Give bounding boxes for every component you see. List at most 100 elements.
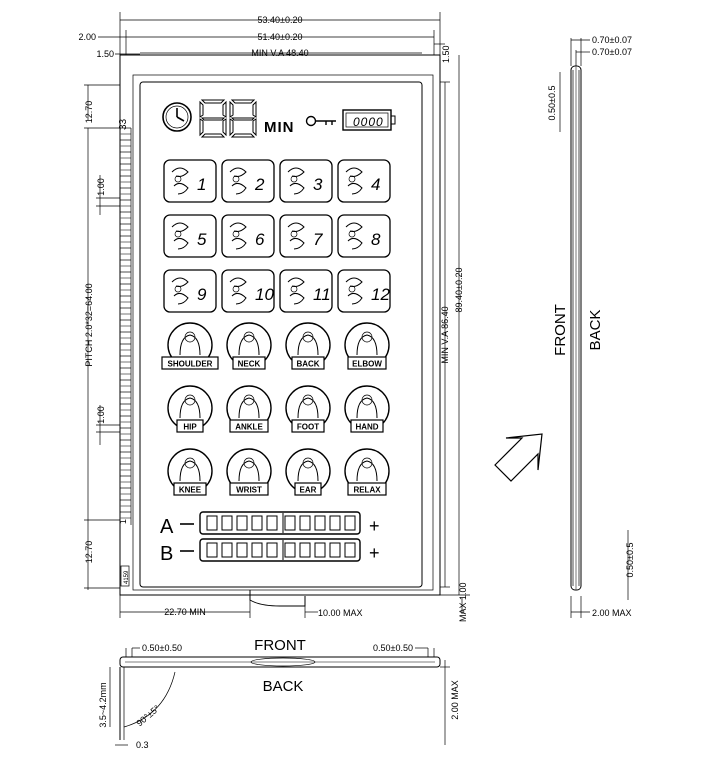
dim-bottom-pin-length: 3.5~4.2mm	[98, 682, 108, 727]
body-part-label: FOOT	[297, 423, 319, 432]
side-back-label: BACK	[587, 310, 604, 351]
dim-left-offset-outer: 2.00	[78, 32, 96, 42]
bar-segment	[284, 542, 296, 558]
pin-count-label: 33	[118, 118, 129, 130]
body-part-label: EAR	[300, 486, 317, 495]
dim-overall-width: 53.40±0.20	[258, 15, 303, 25]
battery-digits: 0000	[353, 115, 384, 129]
body-part-shoulder: SHOULDER	[161, 322, 219, 370]
mode-number: 2	[254, 175, 265, 194]
dim-pin-pitch-bottom: 1.00	[96, 406, 106, 424]
battery-icon	[342, 109, 396, 131]
dim-side-top-outer: 0.70±0.07	[592, 35, 632, 45]
mode-number: 10	[255, 285, 274, 304]
body-part-ear: EAR	[285, 448, 331, 496]
mode-number: 7	[313, 230, 323, 249]
mode-cell-2: 2	[221, 159, 275, 203]
viewing-area	[139, 81, 423, 588]
channel-b-plus: +	[369, 543, 380, 563]
bar-segment	[266, 542, 278, 558]
bar-segment	[299, 515, 311, 531]
body-part-foot: FOOT	[285, 385, 331, 433]
bar-segment	[344, 515, 356, 531]
fpc-tail	[249, 590, 306, 607]
mode-number: 5	[197, 230, 207, 249]
bar-segment	[299, 542, 311, 558]
bar-segment	[221, 542, 233, 558]
mode-cell-10: 10	[221, 269, 275, 313]
dim-side-thickness: 2.00 MAX	[592, 608, 632, 618]
dim-bottom-left-offset: 0.50±0.50	[142, 643, 182, 653]
body-part-elbow: ELBOW	[344, 322, 390, 370]
dim-bottom-right-offset: 0.50±0.50	[373, 643, 413, 653]
mode-number: 6	[255, 230, 265, 249]
mode-cell-6: 6	[221, 214, 275, 258]
body-part-knee: KNEE	[167, 448, 213, 496]
bar-segment	[206, 515, 218, 531]
body-part-label: ANKLE	[235, 423, 263, 432]
bar-segment	[344, 542, 356, 558]
bar-segment	[284, 515, 296, 531]
mode-cell-8: 8	[337, 214, 391, 258]
mode-number: 11	[313, 285, 331, 304]
dim-tail-max: 10.00 MAX	[318, 608, 363, 618]
bar-segment	[251, 542, 263, 558]
dim-right-offset: 1.50	[441, 45, 451, 63]
channel-b-label: B	[160, 543, 173, 565]
body-part-label: ELBOW	[352, 360, 382, 369]
seven-segment-digits	[199, 99, 257, 138]
body-part-label: HAND	[355, 423, 378, 432]
clock-icon	[162, 102, 192, 132]
bar-segment	[314, 515, 326, 531]
body-part-hand: HAND	[344, 385, 390, 433]
bar-segment	[314, 542, 326, 558]
dim-va-height: MIN V.A 86.40	[440, 306, 450, 363]
mode-cell-4: 4	[337, 159, 391, 203]
front-label: FRONT	[254, 637, 306, 654]
mode-cell-7: 7	[279, 214, 333, 258]
dim-va-width: MIN V.A 48.40	[251, 48, 308, 58]
part-code: 4159	[124, 570, 130, 584]
body-part-label: BACK	[296, 360, 319, 369]
mode-number: 12	[371, 285, 390, 304]
min-label: MIN	[264, 119, 295, 136]
channel-a-plus: +	[369, 516, 380, 536]
side-front-label: FRONT	[552, 304, 569, 356]
mode-number: 3	[313, 175, 323, 194]
dim-pitch-total: PITCH 2.0*32=64.00	[84, 283, 94, 366]
channel-a-label: A	[160, 516, 174, 538]
mode-number: 8	[371, 230, 381, 249]
bar-segment	[329, 542, 341, 558]
glass-outline	[119, 54, 441, 596]
pin-one-label: 1	[118, 519, 128, 524]
dim-side-bottom-vert: 0.50±0.5	[625, 543, 635, 578]
bar-segment	[236, 542, 248, 558]
channel-b-row: B +	[160, 538, 380, 565]
dim-top-margin: 12.70	[84, 101, 94, 124]
dim-side-top-vert: 0.50±0.5	[547, 86, 557, 121]
body-part-ankle: ANKLE	[226, 385, 272, 433]
dim-overall-height: 89.40±0.20	[454, 268, 464, 313]
bar-segment	[266, 515, 278, 531]
mode-number: 1	[197, 175, 206, 194]
body-part-label: SHOULDER	[168, 360, 213, 369]
body-part-label: WRIST	[236, 486, 262, 495]
body-part-label: KNEE	[179, 486, 202, 495]
body-part-label: NECK	[238, 360, 261, 369]
mode-cell-3: 3	[279, 159, 333, 203]
body-part-grid: SHOULDER NECK BACK ELBOW HIP ANKLE FOOT HAND KNE…	[161, 322, 390, 496]
mode-cell-12: 12	[337, 269, 391, 313]
body-part-relax: RELAX	[344, 448, 390, 496]
side-view: 0.70±0.07 0.70±0.07 0.50±0.5 FRONT BACK …	[547, 35, 635, 618]
body-part-back: BACK	[285, 322, 331, 370]
dim-glass-width: 51.40±0.20	[258, 32, 303, 42]
channel-a-row: A +	[160, 511, 380, 538]
mode-number: 9	[197, 285, 207, 304]
dim-bottom-pin-width: 0.3	[136, 740, 149, 750]
dim-pin-pitch-top: 1.00	[96, 178, 106, 196]
body-part-hip: HIP	[167, 385, 213, 433]
direction-arrow-icon	[494, 433, 543, 482]
key-icon	[305, 115, 336, 127]
